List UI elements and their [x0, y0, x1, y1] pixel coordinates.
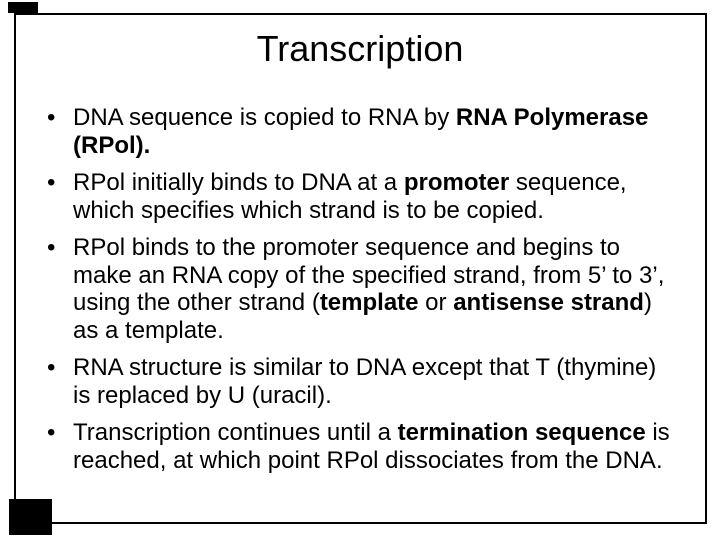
- bullet-line: reached, at which point RPol dissociates…: [73, 446, 663, 474]
- bullet-text: RPol binds to the promoter sequence and …: [73, 234, 664, 344]
- bullet-item: • RPol binds to the promoter sequence and…: [47, 234, 670, 344]
- bullet-item: • RNA structure is similar to DNA except …: [47, 354, 670, 409]
- bullet-line: make an RNA copy of the specified strand…: [73, 261, 665, 289]
- bullet-line: is replaced by U (uracil).: [73, 381, 332, 409]
- bullet-item: • DNA sequence is copied to RNA by RNA Po…: [47, 104, 670, 159]
- corner-mark-bottom-left: [9, 499, 52, 535]
- bullet-line: which specifies which strand is to be co…: [73, 196, 544, 224]
- bullet-text: RNA structure is similar to DNA except t…: [73, 354, 656, 409]
- bullet-text: Transcription continues until a terminat…: [73, 419, 670, 474]
- bullet-dot: •: [47, 354, 56, 381]
- bullet-item: • RPol initially binds to DNA at a promot…: [47, 169, 670, 224]
- bullet-dot: •: [47, 104, 56, 131]
- slide-title: Transcription: [256, 28, 464, 69]
- bullet-line: RPol initially binds to DNA at a promote…: [73, 169, 627, 196]
- bullet-line: as a template.: [73, 316, 224, 344]
- bullet-text: RPol initially binds to DNA at a promote…: [73, 169, 627, 224]
- bullet-list: • DNA sequence is copied to RNA by RNA Po…: [47, 104, 670, 474]
- bullet-line: Transcription continues until a terminat…: [73, 419, 670, 446]
- bullet-dot: •: [47, 419, 56, 446]
- bullet-line: RNA structure is similar to DNA except t…: [73, 354, 657, 381]
- bullet-dot: •: [47, 169, 56, 196]
- bullet-line: RPol binds to the promoter sequence and …: [73, 234, 621, 261]
- bullet-line: (RPol).: [73, 131, 151, 159]
- bullet-item: • Transcription continues until a termina…: [47, 419, 670, 474]
- slide-border: [14, 13, 707, 524]
- bullet-line: using the other strand (template or anti…: [73, 289, 652, 316]
- bullet-text: DNA sequence is copied to RNA by RNA Pol…: [73, 104, 648, 159]
- corner-mark-top-left: [8, 2, 38, 13]
- bullet-line: DNA sequence is copied to RNA by RNA Pol…: [73, 104, 649, 131]
- bullet-dot: •: [47, 234, 56, 261]
